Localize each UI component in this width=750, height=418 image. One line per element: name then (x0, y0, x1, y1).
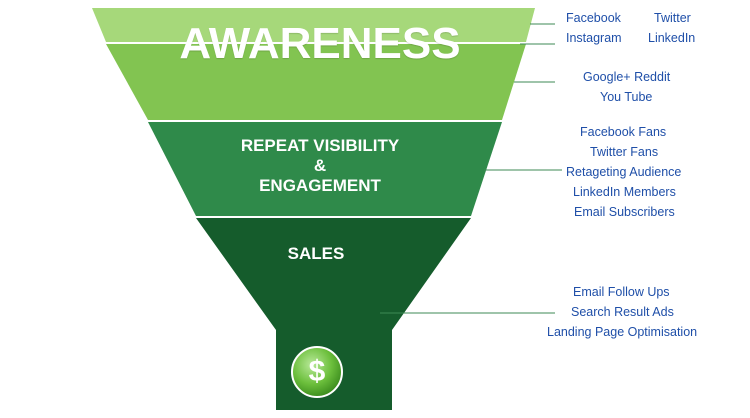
stage-title-sales: SALES (287, 244, 345, 263)
stage-title-repeat-visibility: REPEAT VISIBILITY & ENGAGEMENT (190, 136, 450, 196)
funnel-awareness-band (106, 44, 526, 120)
label-youtube: You Tube (600, 90, 653, 104)
label-twitter: Twitter (654, 11, 691, 25)
label-linkedin: LinkedIn (648, 31, 696, 45)
funnel-sales-band (196, 218, 471, 410)
dollar-symbol: $ (308, 355, 326, 388)
stage-repeat-line2: & (313, 156, 327, 175)
dollar-coin-icon (291, 346, 343, 398)
label-email-follow-ups: Email Follow Ups (573, 285, 670, 299)
label-search-result-ads: Search Result Ads (571, 305, 674, 319)
funnel-top-band (92, 8, 535, 42)
stage-title-awareness: AWARENESS (179, 19, 461, 68)
label-facebook-fans: Facebook Fans (580, 125, 667, 139)
label-instagram: Instagram (566, 31, 622, 45)
label-retargeting-audience: Retageting Audience (566, 165, 682, 179)
label-facebook: Facebook (566, 11, 621, 25)
funnel-engagement-band (148, 122, 502, 216)
stage-repeat-line3: ENGAGEMENT (259, 176, 381, 195)
label-email-subscribers: Email Subscribers (574, 205, 675, 219)
connector-lines (380, 23, 562, 314)
label-linkedin-members: LinkedIn Members (573, 185, 676, 199)
label-google-reddit: Google+ Reddit (583, 70, 671, 84)
label-landing-page-optimisation: Landing Page Optimisation (547, 325, 698, 339)
stage-repeat-line1: REPEAT VISIBILITY (240, 136, 400, 155)
label-twitter-fans: Twitter Fans (590, 145, 659, 159)
